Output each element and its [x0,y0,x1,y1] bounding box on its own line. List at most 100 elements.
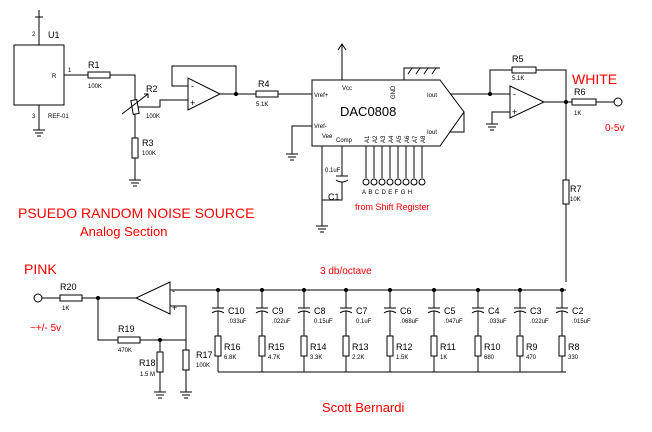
r2-label: R2 [146,84,158,94]
svg-text:-: - [513,89,516,99]
u1-part: REF-01 [48,114,69,120]
junction-dot [476,288,480,292]
svg-text:-: - [191,81,194,91]
r4-label: R4 [258,79,270,89]
pink-output-range: ~+/- 5v [30,323,61,334]
junction-dot [560,288,564,292]
resistor-value: 330 [568,355,579,361]
c1-label: C1 [328,192,340,202]
resistor-value: 6.8K [224,355,236,361]
capacitor-label: C8 [314,306,326,316]
white-output-label: WHITE [572,71,617,87]
r4-resistor: R4 5.1K [255,79,312,108]
svg-text:+: + [190,98,195,108]
capacitor-c2 [555,290,569,336]
r3-value: 100K [142,151,156,157]
r17-value: 100K [196,363,210,369]
dac-data-pins: A1 A2 A3 A4 A5 A6 A7 A8 ABCDEFGH [362,135,427,196]
dac-iout2: Iout [427,130,437,136]
r1-label: R1 [88,60,100,70]
from-shift-register: from Shift Register [355,202,430,212]
capacitor-value: .033uF [228,319,247,325]
resistor-value: 1.5K [396,355,408,361]
junction-dot [260,288,264,292]
dac-comp: Comp [336,138,353,144]
junction-dot [518,288,522,292]
r2-potentiometer: R2 100K [121,84,188,120]
capacitor-value: .047uF [444,319,463,325]
dac-vrefp: Vref+ [314,93,329,99]
resistor-label: R12 [396,342,413,352]
r3-label: R3 [142,138,154,148]
resistor-value: 470 [526,355,537,361]
r7-resistor: R7 10K [562,102,582,282]
capacitor-c9 [255,290,269,336]
r19-value: 470K [118,348,132,354]
resistor-r8 [558,335,566,357]
r3-resistor: R3 100K [129,114,156,187]
u1-pin-r: R [52,74,57,80]
pink-filter: C10.033uFR166.8KC9.022uFR154.7KC80.15uFR… [33,281,591,399]
opamp-buffer: - + [171,65,256,111]
subtitle: Analog Section [80,224,167,239]
resistor-label: R16 [224,342,241,352]
r4-value: 5.1K [256,102,268,108]
c1-value: 0.1uF [325,168,341,174]
resistor-r15 [258,335,266,357]
capacitor-value: 0.1uF [356,319,372,325]
resistor-r9 [516,335,524,357]
u1-label: U1 [48,30,60,40]
junction-dot [388,288,392,292]
resistor-label: R11 [440,342,456,352]
capacitor-label: C3 [530,306,542,316]
dac-pin-a6: A6 [405,135,411,143]
title: PSUEDO RANDOM NOISE SOURCE [18,205,254,221]
resistor-label: R15 [268,342,285,352]
r5-value: 5.1K [512,76,524,82]
dac-vcc: Vcc [342,86,352,92]
junction-dot [344,288,348,292]
pink-output-label: PINK [24,261,57,277]
opamp-output: - + R5 5.1K [486,54,572,131]
svg-text:-: - [172,286,175,296]
capacitor-value: .015uF [572,319,591,325]
capacitor-label: C5 [444,306,456,316]
u1-reference: U1 2 1 3 R REF-01 [13,10,88,137]
dac-label: DAC0808 [340,104,396,119]
dac-vee: Vee [322,134,333,140]
capacitor-c3 [513,290,527,336]
capacitor-c8 [297,290,311,336]
dac-pin-a1: A1 [365,135,371,143]
r1-value: 100K [88,84,102,90]
r19-label: R19 [118,324,135,334]
svg-text:+: + [512,107,517,117]
r6-label: R6 [574,87,586,97]
capacitor-value: .068uF [400,319,419,325]
r7-label: R7 [570,184,582,194]
capacitor-c4 [471,290,485,336]
resistor-r13 [342,335,350,357]
r6-resistor: R6 1K [571,87,623,117]
capacitor-label: C9 [272,306,284,316]
author: Scott Bernardi [322,400,404,415]
capacitor-c5 [427,290,441,336]
dac-pin-a3: A3 [381,135,387,143]
capacitor-label: C10 [228,306,245,316]
filter-ladder: C10.033uFR166.8KC9.022uFR154.7KC80.15uFR… [211,288,591,372]
junction-dot [216,288,220,292]
u1-pin1: 1 [68,68,72,74]
shift-inputs: ABCDEFGH [362,190,415,196]
r1-resistor: R1 100K [87,60,136,100]
r20-value: 1K [62,306,69,312]
r17-label: R17 [196,350,213,360]
dac-pin-a2: A2 [373,135,379,143]
capacitor-label: C6 [400,306,412,316]
capacitor-label: C7 [356,306,368,316]
dac-pin-a4: A4 [389,135,395,143]
r5-label: R5 [512,54,524,64]
slope-label: 3 db/octave [320,266,372,277]
capacitor-label: C4 [488,306,500,316]
svg-text:+: + [172,303,177,313]
junction-dot [432,288,436,292]
capacitor-c6 [383,290,397,336]
